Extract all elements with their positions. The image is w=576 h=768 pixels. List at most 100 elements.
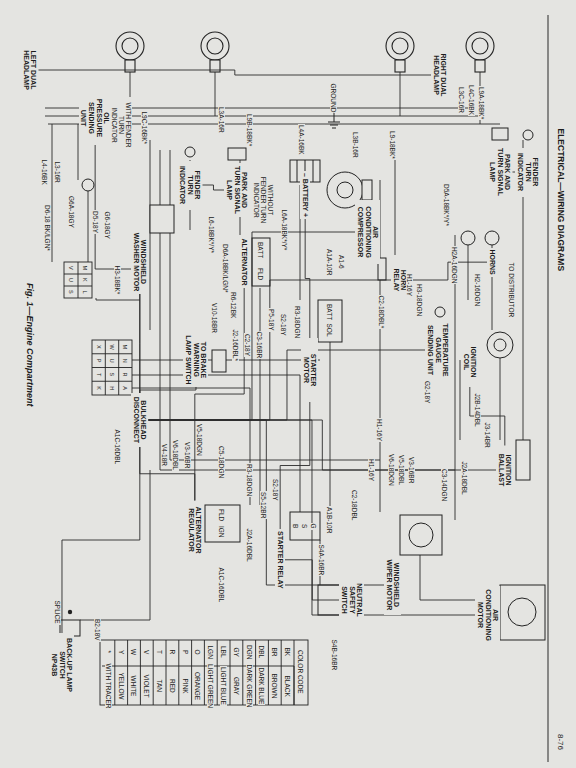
wire-connector — [285, 560, 339, 600]
table-cell: BROWN — [271, 673, 278, 700]
wire-code: J2A-16DBL — [246, 528, 253, 563]
component-symbol — [185, 147, 195, 157]
headlamp-symbol — [475, 60, 485, 72]
color-code-table — [178, 640, 179, 705]
pin-letter: R — [122, 371, 128, 377]
wire-code: WITH FENDER TURN INDICATOR — [111, 97, 132, 154]
wire-code: A1C-16DBL — [218, 567, 225, 604]
wire-code: P5-18Y — [268, 308, 275, 332]
wire-code: B — [292, 523, 299, 529]
table-cell: TAN — [156, 679, 163, 694]
wire-code: A1B-10R — [326, 506, 333, 534]
table-cell: LBL — [220, 645, 227, 659]
wire-code: FLD — [218, 508, 225, 522]
wire-code: G6A-18GY — [68, 195, 75, 229]
wire-code: L9C-16BK* — [141, 111, 148, 146]
table-cell: DBL — [258, 645, 265, 660]
headlamp-symbol — [386, 32, 414, 60]
wire-code: WITHOUT FENDER TURN INDICATOR — [253, 172, 274, 229]
component-label: LEFT DUAL HEADLAMP — [21, 43, 38, 97]
headlamp-symbol — [466, 32, 494, 60]
component-label: WINDSHIELD WASHER MOTOR — [131, 230, 148, 294]
color-code-table — [153, 640, 154, 705]
wire-code: H1-16Y — [406, 273, 413, 297]
table-cell: V — [143, 649, 150, 655]
wire — [215, 72, 216, 116]
component-name: NEUTRAL SAFETY SWITCH — [340, 575, 363, 625]
table-cell: LGN — [207, 645, 214, 660]
component-symbol — [461, 231, 475, 245]
table-cell: R — [169, 649, 176, 656]
table-cell: LIGHT GREEN — [207, 663, 214, 709]
wire-code: L6-18BK*/Y* — [208, 216, 215, 255]
wire-code: J2A-18DBL — [461, 461, 468, 496]
page-heading: ELECTRICAL—WIRING DIAGRAMS — [556, 129, 566, 272]
wire-code: G2-18Y — [424, 380, 431, 404]
wire — [400, 72, 401, 116]
wire-code: BATT — [326, 303, 333, 321]
connector-grid — [64, 262, 92, 298]
component-name: TO BRAKE WARNING LAMP SWITCH — [184, 335, 207, 385]
headlamp-symbol — [116, 32, 144, 60]
component-symbol — [494, 339, 506, 351]
wire-code: C3-16BR — [256, 331, 263, 360]
table-cell: PINK — [182, 678, 189, 695]
splice-dot — [68, 610, 72, 614]
pin-letter: S — [109, 371, 115, 377]
table-cell: GRAY — [233, 676, 240, 696]
wire-code: R3-18DGN — [294, 305, 301, 339]
wire — [88, 191, 89, 262]
component-name: AIR CONDITIONING MOTOR — [476, 588, 499, 643]
component-label: ALTERNATOR — [239, 237, 249, 288]
color-code-table — [114, 640, 115, 705]
component-label: AIR CONDITIONING COMPRESSOR — [355, 200, 380, 264]
pin-letter: H — [109, 385, 115, 391]
wire-code: V3-16BR — [408, 456, 415, 484]
wire-code: B2-18V — [94, 618, 101, 642]
wire — [96, 298, 140, 300]
wire-code: SPLICE — [54, 600, 61, 625]
wire-code: L6A-18BK*/Y* — [281, 209, 288, 252]
component-symbol — [212, 350, 226, 372]
wire-connector — [149, 420, 476, 615]
component-name: IGNITION BALLAST — [497, 448, 512, 493]
component-label: FENDER TURN INDICATOR — [177, 161, 202, 210]
pin-letter: T — [96, 372, 102, 377]
wire-connector — [280, 402, 310, 529]
component-label: NEUTRAL SAFETY SWITCH — [339, 573, 364, 627]
component-label: AIR CONDITIONING MOTOR — [475, 586, 500, 645]
pin-letter: M — [122, 343, 128, 350]
pin-letter: P — [96, 358, 102, 364]
color-code-table — [100, 640, 308, 705]
wire-code: FLD — [257, 267, 264, 281]
connector-grid — [64, 262, 92, 298]
component-symbol — [205, 505, 240, 542]
component-symbol — [60, 128, 545, 640]
wire-code: L4C-16BK — [468, 84, 475, 116]
wire-connector — [305, 219, 310, 338]
wire-code: L9B-18BK* — [246, 113, 253, 147]
pin-letter: U — [109, 358, 115, 364]
component-name: BACK-UP LAMP SWITCH — [58, 635, 73, 695]
component-label: – BATTERY + — [300, 171, 310, 219]
component-symbol — [485, 231, 499, 245]
wire-code: C2-18DBL — [351, 489, 358, 521]
component-label: STARTER RELAY — [275, 529, 285, 591]
component-name: HORNS — [488, 250, 496, 275]
component-label: FENDER TURN INDICATOR — [515, 148, 540, 197]
pin-letter: L — [82, 290, 88, 295]
component-symbol — [409, 523, 433, 547]
component-symbol — [362, 180, 372, 200]
table-cell: BLACK — [284, 675, 291, 698]
component-name: PARK AND TURN SIGNAL LAMP — [225, 165, 248, 215]
component-label: OIL PRESSURE SENDING UNIT — [79, 91, 112, 145]
color-code-table — [140, 640, 141, 705]
headlamp-symbol — [392, 38, 408, 54]
wire-code: S2-18Y — [280, 313, 287, 337]
headlamp-symbol — [122, 38, 138, 54]
component-label: IGNITION BALLAST — [496, 446, 513, 495]
component-symbol — [523, 130, 533, 140]
connector-grid — [92, 340, 132, 395]
table-cell: * — [105, 650, 112, 655]
wire-code: L3B-16R — [352, 131, 359, 159]
